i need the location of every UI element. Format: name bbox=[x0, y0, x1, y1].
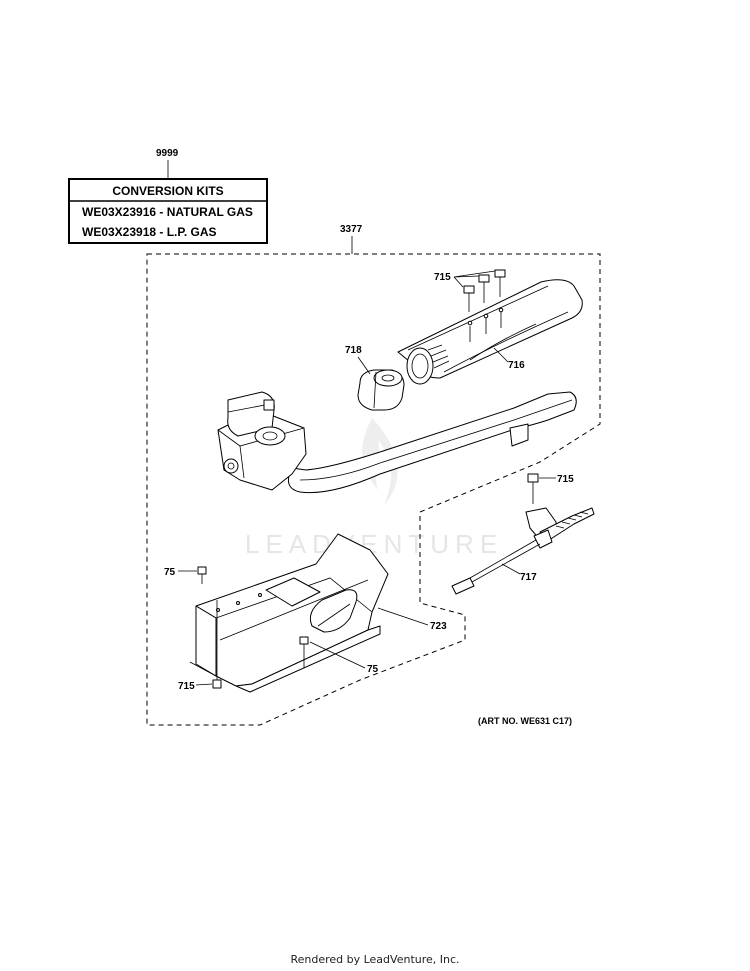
screw-center: 75 bbox=[299, 636, 379, 675]
screw-icon bbox=[494, 269, 506, 297]
callout-716: 716 bbox=[508, 360, 525, 371]
screw-icon bbox=[478, 274, 490, 303]
callout-75-center: 75 bbox=[367, 664, 379, 675]
callout-723: 723 bbox=[430, 621, 447, 632]
callout-715-right: 715 bbox=[557, 474, 574, 485]
kit-title: CONVERSION KITS bbox=[112, 184, 223, 198]
callout-715-bottom: 715 bbox=[178, 681, 195, 692]
mounting-bracket: 723 bbox=[189, 533, 447, 693]
callout-715-top: 715 bbox=[434, 272, 451, 283]
assembly-boundary: 3377 bbox=[146, 224, 601, 726]
screw-right: 715 bbox=[527, 473, 574, 504]
watermark-text: LEADVENTURE bbox=[245, 529, 503, 559]
screw-icon bbox=[212, 600, 222, 689]
watermark-flame-icon bbox=[362, 418, 398, 505]
conversion-kits-box: 9999 CONVERSION KITS WE03X23916 - NATURA… bbox=[68, 148, 268, 244]
callout-75-left: 75 bbox=[164, 567, 176, 578]
screw-bottom: 715 bbox=[178, 600, 222, 692]
gas-valve-assembly bbox=[217, 391, 577, 494]
igniter: 717 bbox=[451, 507, 595, 595]
screw-icon bbox=[299, 636, 309, 668]
screw-group-top: 715 716 bbox=[434, 269, 525, 371]
callout-718: 718 bbox=[345, 345, 362, 356]
orifice-holder: 718 bbox=[345, 345, 405, 411]
kit-row-lp-gas: WE03X23918 - L.P. GAS bbox=[82, 225, 217, 239]
screw-left: 75 bbox=[164, 566, 207, 584]
art-number: (ART NO. WE631 C17) bbox=[478, 716, 572, 726]
kit-row-natural-gas: WE03X23916 - NATURAL GAS bbox=[82, 205, 253, 219]
footer-credit: Rendered by LeadVenture, Inc. bbox=[290, 953, 459, 966]
callout-717: 717 bbox=[520, 572, 537, 583]
screw-icon bbox=[527, 473, 539, 504]
screw-icon bbox=[463, 285, 475, 312]
screw-icon bbox=[197, 566, 207, 584]
assembly-ref-label: 3377 bbox=[340, 224, 363, 235]
kit-ref-label: 9999 bbox=[156, 148, 179, 159]
burner-tube bbox=[397, 279, 583, 385]
